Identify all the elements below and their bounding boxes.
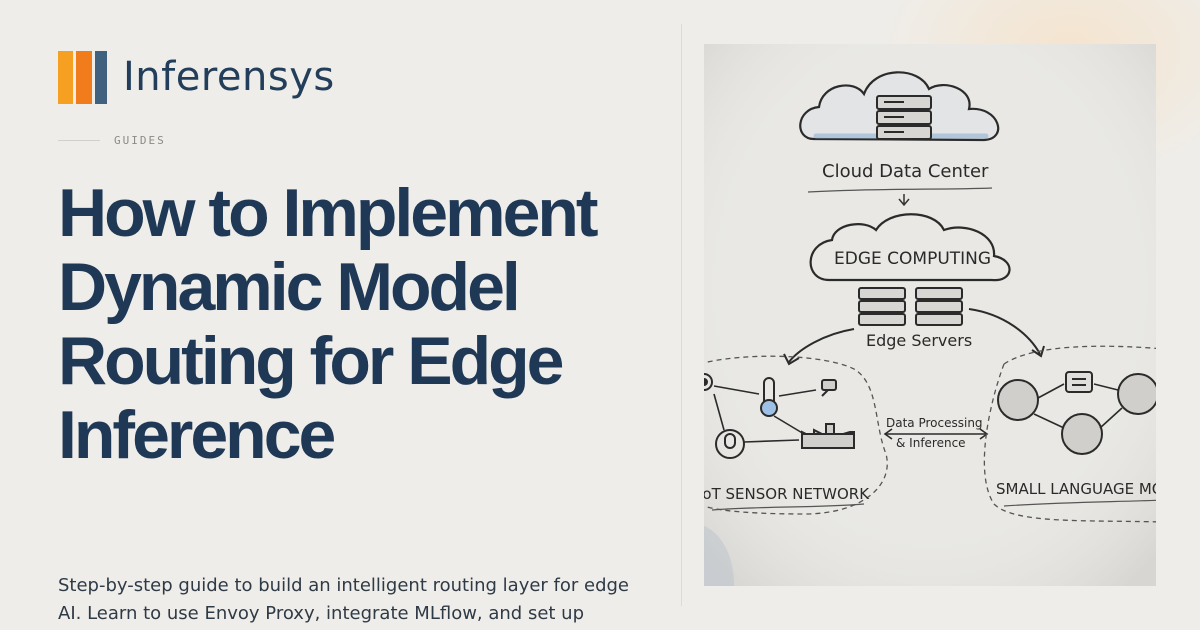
logo-mark-icon (58, 51, 107, 104)
edge-servers-label: Edge Servers (866, 331, 972, 350)
factory-icon (801, 423, 855, 449)
iot-sensor-network-label: IoT SENSOR NETWORK (704, 485, 870, 503)
brand-logo[interactable]: Inferensys (58, 51, 335, 104)
data-processing-label: Data Processing (886, 416, 983, 430)
category-rule (58, 140, 100, 141)
cloud-data-center-label: Cloud Data Center (822, 161, 989, 182)
category-label: GUIDES (114, 134, 166, 147)
chat-icon (1065, 371, 1093, 393)
small-language-model-label: SMALL LANGUAGE MOD (996, 480, 1156, 498)
column-divider (681, 24, 682, 606)
hero-illustration: Cloud Data Center EDGE COMPUTING Edge Se… (704, 44, 1156, 586)
edge-computing-label: EDGE COMPUTING (834, 249, 991, 269)
sensor-node-icon (704, 373, 713, 391)
neural-network-icon (997, 373, 1156, 455)
cloud-server-icon (876, 95, 932, 140)
article-title: How to Implement Dynamic Model Routing f… (58, 175, 599, 473)
edge-cloud-icon (809, 213, 1011, 282)
camera-icon (821, 379, 837, 397)
edge-server-icon (858, 287, 963, 326)
microphone-icon (715, 429, 745, 459)
brand-name: Inferensys (123, 54, 335, 100)
thermometer-icon (760, 377, 778, 417)
article-subtitle: Step-by-step guide to build an intellige… (58, 575, 630, 624)
inference-label: & Inference (896, 436, 966, 450)
